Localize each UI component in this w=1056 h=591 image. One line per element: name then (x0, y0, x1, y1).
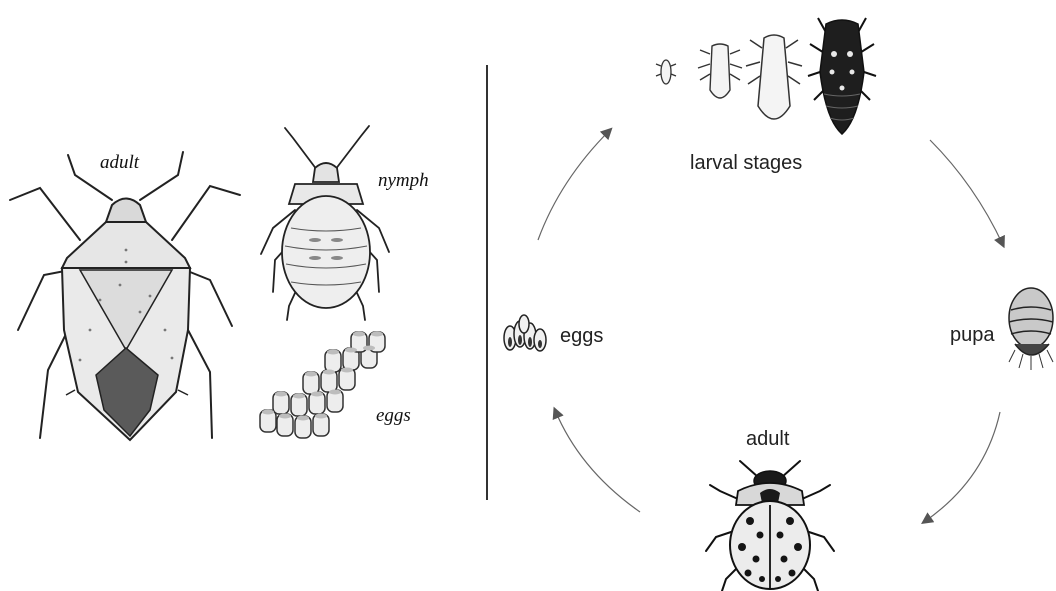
arrow-pupa-to-adult (924, 412, 1000, 522)
arrow-adult-to-eggs (555, 410, 640, 512)
arrow-larva-to-pupa (930, 140, 1003, 245)
arrow-eggs-to-larva (538, 130, 610, 240)
